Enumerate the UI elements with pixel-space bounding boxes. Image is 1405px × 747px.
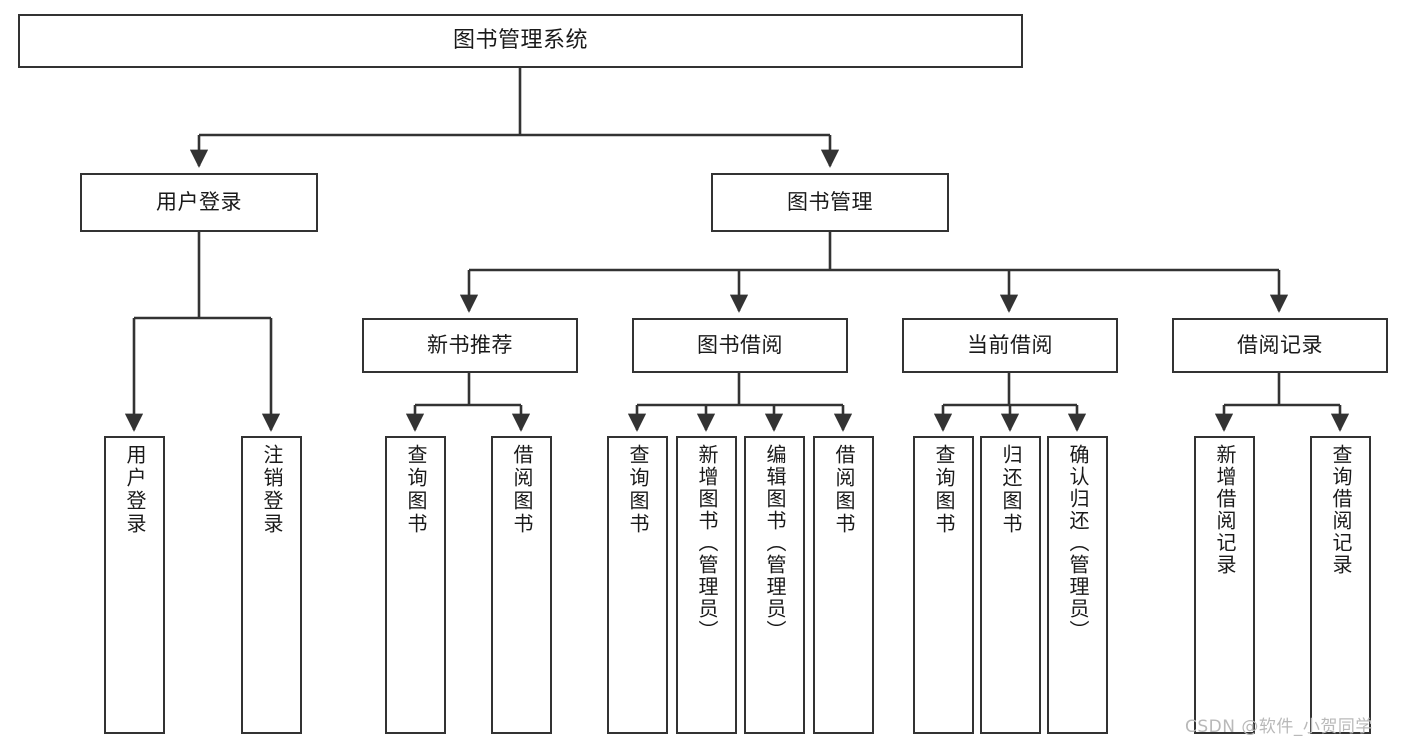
leaf-user-login[interactable]: 用户登录 xyxy=(104,436,165,734)
node-new-book-recommend-label: 新书推荐 xyxy=(427,333,513,358)
leaf-query-borrow-record-label: 查询借阅记录 xyxy=(1329,444,1353,576)
leaf-edit-book-admin[interactable]: 编辑图书（管理员） xyxy=(744,436,805,734)
leaf-query-book-2[interactable]: 查询图书 xyxy=(607,436,668,734)
node-root-label: 图书管理系统 xyxy=(452,28,588,54)
leaf-confirm-return-admin[interactable]: 确认归还（管理员） xyxy=(1047,436,1108,734)
node-user-login[interactable]: 用户登录 xyxy=(80,173,318,232)
node-borrow-record[interactable]: 借阅记录 xyxy=(1172,318,1388,373)
leaf-edit-book-admin-label: 编辑图书（管理员） xyxy=(763,444,787,642)
node-book-borrow[interactable]: 图书借阅 xyxy=(632,318,848,373)
node-book-borrow-label: 图书借阅 xyxy=(697,333,783,358)
node-current-borrow-label: 当前借阅 xyxy=(967,333,1053,358)
leaf-add-book-admin-label: 新增图书（管理员） xyxy=(695,444,719,642)
leaf-add-borrow-record-label: 新增借阅记录 xyxy=(1213,444,1237,576)
node-borrow-record-label: 借阅记录 xyxy=(1237,333,1323,358)
leaf-return-book[interactable]: 归还图书 xyxy=(980,436,1041,734)
leaf-confirm-return-admin-label: 确认归还（管理员） xyxy=(1066,444,1090,642)
node-root[interactable]: 图书管理系统 xyxy=(18,14,1023,68)
leaf-add-borrow-record[interactable]: 新增借阅记录 xyxy=(1194,436,1255,734)
leaf-query-borrow-record[interactable]: 查询借阅记录 xyxy=(1310,436,1371,734)
node-new-book-recommend[interactable]: 新书推荐 xyxy=(362,318,578,373)
leaf-query-book-2-label: 查询图书 xyxy=(626,444,650,536)
leaf-borrow-book-1-label: 借阅图书 xyxy=(510,444,534,536)
leaf-borrow-book-1[interactable]: 借阅图书 xyxy=(491,436,552,734)
leaf-query-book-3-label: 查询图书 xyxy=(932,444,956,536)
node-book-manage-label: 图书管理 xyxy=(787,190,873,215)
leaf-return-book-label: 归还图书 xyxy=(999,444,1023,536)
leaf-query-book-1-label: 查询图书 xyxy=(404,444,428,536)
node-user-login-label: 用户登录 xyxy=(156,190,242,215)
leaf-add-book-admin[interactable]: 新增图书（管理员） xyxy=(676,436,737,734)
leaf-query-book-3[interactable]: 查询图书 xyxy=(913,436,974,734)
leaf-user-login-label: 用户登录 xyxy=(123,444,147,536)
csdn-watermark: CSDN @软件_小贺同学 xyxy=(1185,717,1373,737)
leaf-query-book-1[interactable]: 查询图书 xyxy=(385,436,446,734)
leaf-logout-login-label: 注销登录 xyxy=(260,444,284,536)
node-current-borrow[interactable]: 当前借阅 xyxy=(902,318,1118,373)
node-book-manage[interactable]: 图书管理 xyxy=(711,173,949,232)
leaf-borrow-book-2-label: 借阅图书 xyxy=(832,444,856,536)
leaf-borrow-book-2[interactable]: 借阅图书 xyxy=(813,436,874,734)
leaf-logout-login[interactable]: 注销登录 xyxy=(241,436,302,734)
